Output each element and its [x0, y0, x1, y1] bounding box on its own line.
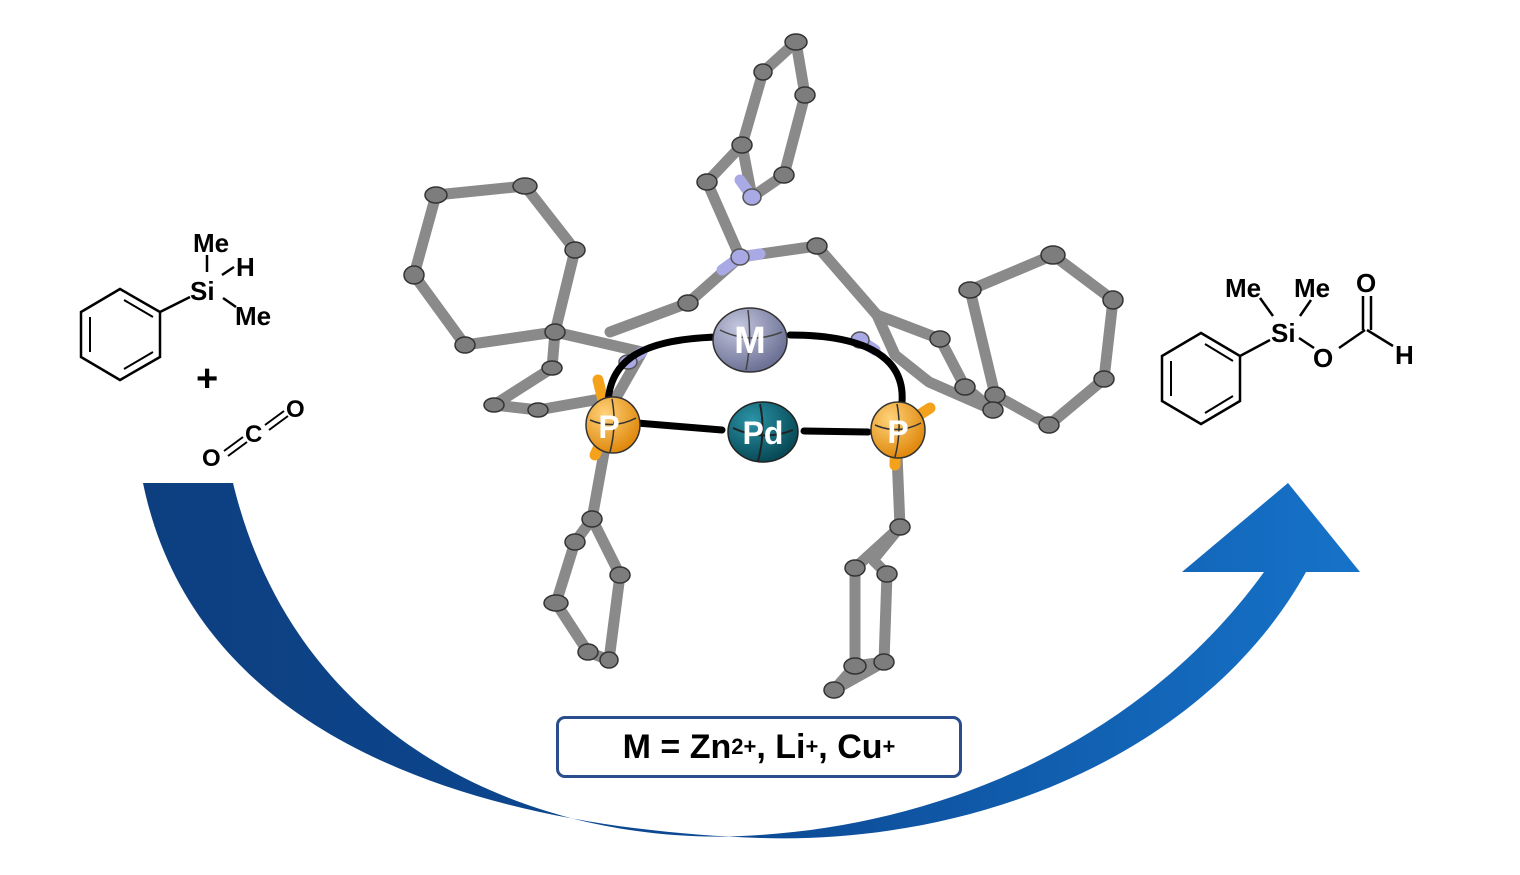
metal-box-sep1: , Li	[756, 727, 806, 766]
metal-atom: M	[712, 307, 788, 373]
product-methyl-right: Me	[1294, 273, 1330, 303]
co2-carbon: C	[245, 421, 262, 448]
metal-box-sep2: , Cu	[818, 727, 883, 766]
product-methyl-left: Me	[1225, 273, 1261, 303]
plus-sign: +	[196, 358, 218, 400]
silane-methyl-right: Me	[235, 301, 271, 331]
reactant-co2: O C O	[202, 396, 305, 472]
phosphorus-right-atom: P	[870, 401, 926, 459]
product-ester-oxygen: O	[1313, 343, 1333, 373]
complex-structure: M Pd P P	[403, 33, 1124, 699]
phosphorus-left-label: P	[598, 409, 619, 445]
palladium-label: Pd	[743, 415, 784, 451]
palladium-atom: Pd	[727, 401, 799, 463]
product-silicon: Si	[1271, 318, 1296, 348]
silane-methyl-top: Me	[193, 228, 229, 258]
product-carbonyl-oxygen: O	[1356, 268, 1376, 298]
phosphorus-left-atom: P	[585, 396, 641, 454]
silane-hydride: H	[236, 252, 255, 282]
co2-oxygen-right: O	[286, 396, 305, 423]
reactant-silane: Me H Si Me	[79, 228, 271, 382]
metal-box-prefix: M = Zn	[622, 727, 732, 766]
metal-label: M	[734, 320, 766, 362]
reaction-arrow	[143, 483, 1360, 839]
phosphorus-right-label: P	[887, 414, 908, 450]
product-silyl-formate: Me Me O Si O H	[1160, 268, 1414, 426]
silane-silicon: Si	[190, 276, 215, 306]
co2-oxygen-left: O	[202, 445, 221, 472]
product-formyl-hydrogen: H	[1395, 340, 1414, 370]
